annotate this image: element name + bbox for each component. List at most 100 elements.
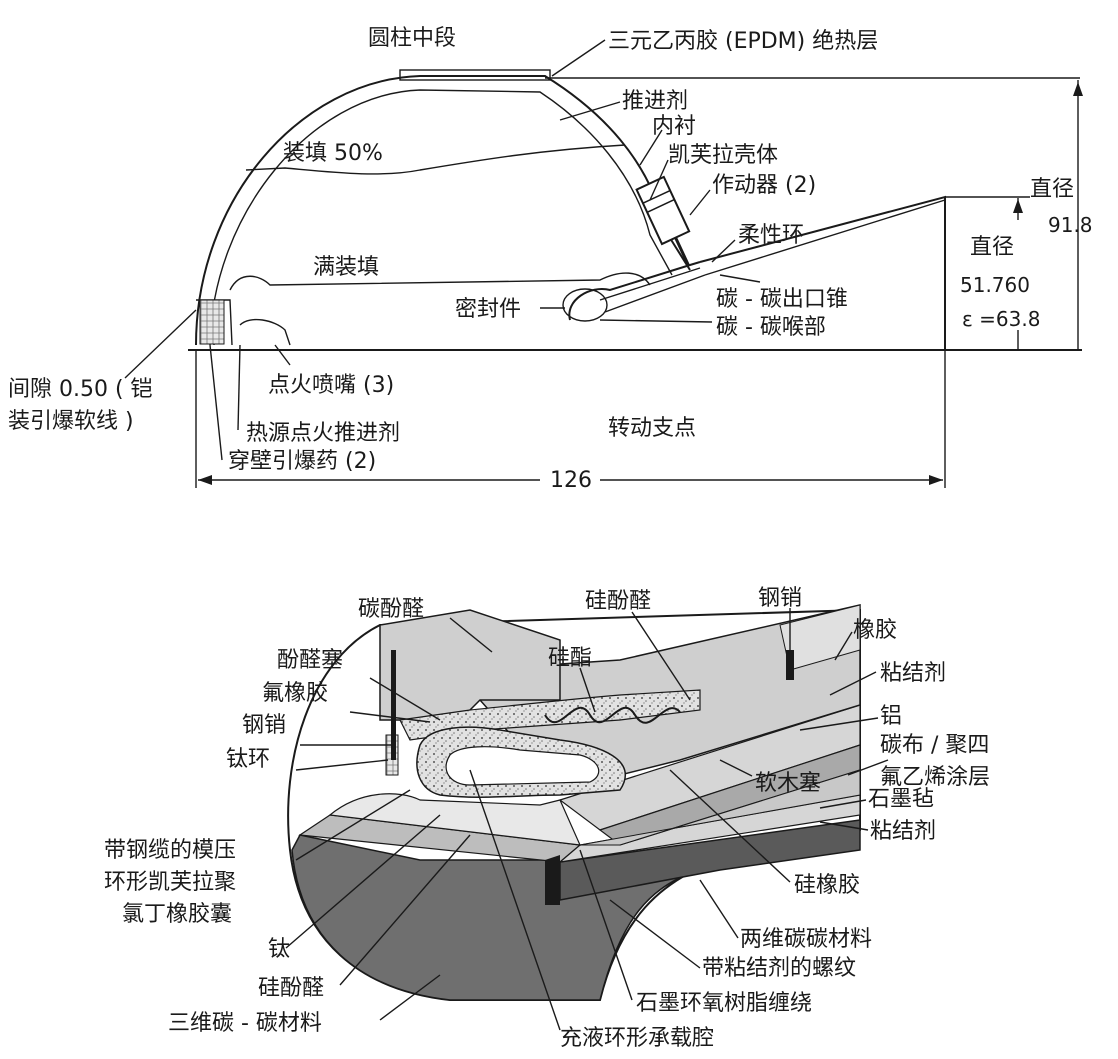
rubber-leader [834, 631, 853, 661]
adhesive-lower-layer [579, 769, 861, 846]
label-kevlar-case: 凯芙拉壳体 [668, 143, 778, 168]
exit-diameter-arrow [1013, 199, 1023, 213]
silica-phenolic-low-leader [339, 834, 471, 986]
titanium-leader [285, 814, 441, 949]
gap-leader [124, 309, 197, 379]
carbon-cloth-leader [847, 759, 889, 776]
label-carbon-phenolic: 碳酚醛 [358, 597, 424, 622]
label-phenolic-plug: 酚醛塞 [277, 648, 343, 673]
label-silicone-rubber: 硅橡胶 [794, 873, 860, 898]
bonded-thread-leader [609, 899, 701, 969]
label-fill-50: 装填 50% [283, 141, 383, 166]
graphite-felt-leader [819, 799, 867, 809]
silicone-grease-leader [579, 667, 596, 713]
phenolic-plug-leader [369, 677, 441, 721]
epdm-leader [551, 39, 606, 77]
flex-joint-detail: 碳酚醛 酚醛塞 氟橡胶 钢销 钛环 带钢缆的模压 环形凯芙拉聚 氯丁橡胶囊 钛 … [104, 586, 990, 1051]
label-actuator: 作动器 (2) [712, 173, 816, 198]
label-cc-throat: 碳 - 碳喉部 [716, 315, 826, 340]
label-diam-outer: 直径 [1030, 177, 1074, 202]
label-propellant: 推进剂 [622, 89, 688, 114]
steel-pin-right [786, 650, 794, 680]
label-pivot: 转动支点 [608, 416, 696, 441]
label-carbon-cloth-2: 氟乙烯涂层 [880, 765, 990, 790]
actuator-leader [689, 189, 711, 216]
label-titanium: 钛 [268, 937, 290, 962]
label-rubber: 橡胶 [853, 618, 897, 643]
label-silica-phenolic-top: 硅酚醛 [585, 589, 651, 614]
label-adhesive-lower: 粘结剂 [870, 819, 936, 844]
label-cork: 软木塞 [755, 771, 821, 796]
silicone-rubber-leader [669, 769, 791, 883]
label-flex-ring: 柔性环 [738, 223, 804, 248]
label-bonded-thread: 带粘结剂的螺纹 [702, 956, 856, 981]
label-cylinder-mid: 圆柱中段 [368, 26, 456, 51]
steel-pin-left [391, 650, 396, 760]
three-d-cc-leader [379, 974, 441, 1021]
label-steel-pin-right: 钢销 [758, 586, 802, 611]
motor-cross-section: 126 圆柱中段 三元乙丙胶 (EPDM) 绝热层 推进剂 内衬 凯芙拉壳体 作… [8, 26, 1093, 493]
bonded-thread [545, 855, 560, 905]
titanium-housing [328, 793, 581, 846]
seal-ring [562, 288, 608, 322]
label-titanium-ring: 钛环 [226, 747, 270, 772]
outer-diameter-arrow [1073, 82, 1083, 96]
label-two-d-cc: 两维碳碳材料 [740, 927, 872, 952]
value-diam-exit: 51.760 [960, 273, 1030, 297]
fluororubber-leader [349, 711, 431, 723]
label-epdm-insulation: 三元乙丙胶 (EPDM) 绝热层 [608, 29, 878, 54]
igniter-nozzle-leader [274, 344, 291, 366]
length-value: 126 [550, 468, 592, 493]
label-molded-bladder-2: 环形凯芙拉聚 [104, 870, 236, 895]
exit-cone-leader [719, 274, 761, 283]
label-seal: 密封件 [455, 297, 521, 322]
inner-dome-outline [209, 89, 673, 346]
label-three-d-cc: 三维碳 - 碳材料 [168, 1011, 322, 1036]
label-wall-charge: 穿壁引爆药 (2) [228, 449, 376, 474]
flex-ring-leader [711, 239, 736, 263]
full-fill-boundary [229, 272, 651, 291]
titanium-ring-leader [295, 759, 389, 771]
wall-charge-leader [209, 344, 223, 461]
label-adhesive-upper: 粘结剂 [880, 661, 946, 686]
label-carbon-cloth-1: 碳布 / 聚四 [880, 733, 989, 758]
propellant-leader [559, 101, 621, 121]
label-silica-phenolic-low: 硅酚醛 [258, 976, 324, 1001]
length-arrow-left [198, 475, 212, 485]
kevlar-case-leader [649, 159, 669, 201]
fluid-cavity-leader [469, 769, 561, 1031]
outer-dome-outline [195, 75, 691, 346]
length-arrow-right [929, 475, 943, 485]
value-diam-outer: 91.8 [1048, 213, 1093, 237]
throat-insert-lines [599, 267, 706, 313]
label-heat-ignition: 热源点火推进剂 [246, 421, 400, 446]
silica-phenolic-top-leader [631, 611, 691, 701]
label-graphite-felt: 石墨毡 [868, 787, 934, 812]
carbon-phenolic-leader [449, 617, 493, 653]
liner-leader [639, 129, 663, 166]
actuator-body [635, 175, 691, 266]
silicone-grease-wave [544, 706, 681, 724]
label-full-fill: 满装填 [313, 255, 379, 280]
forward-closure-block [199, 299, 225, 345]
fill-50-boundary [245, 144, 626, 175]
label-liner: 内衬 [652, 114, 696, 139]
aluminum-leader [799, 717, 879, 731]
nozzle-housing [568, 261, 701, 321]
label-igniter-nozzle: 点火喷嘴 (3) [268, 373, 394, 398]
label-diam-exit: 直径 [970, 235, 1014, 260]
throat-leader [599, 319, 713, 323]
label-fluororubber: 氟橡胶 [262, 681, 328, 706]
label-aluminum: 铝 [880, 704, 902, 729]
exit-cone-inner [704, 199, 946, 276]
label-cc-exit-cone: 碳 - 碳出口锥 [716, 287, 848, 312]
two-d-cc-leader [699, 879, 739, 939]
label-molded-bladder-1: 带钢缆的模压 [104, 838, 236, 863]
adhesive-upper-leader [829, 671, 877, 696]
heat-ignition-leader [237, 344, 241, 431]
label-graphite-epoxy: 石墨环氧树脂缠绕 [636, 991, 812, 1016]
molded-bladder-leader [295, 789, 411, 861]
fluid-cavity-inner [445, 746, 600, 786]
label-gap-line2: 装引爆软线 ) [8, 409, 134, 434]
